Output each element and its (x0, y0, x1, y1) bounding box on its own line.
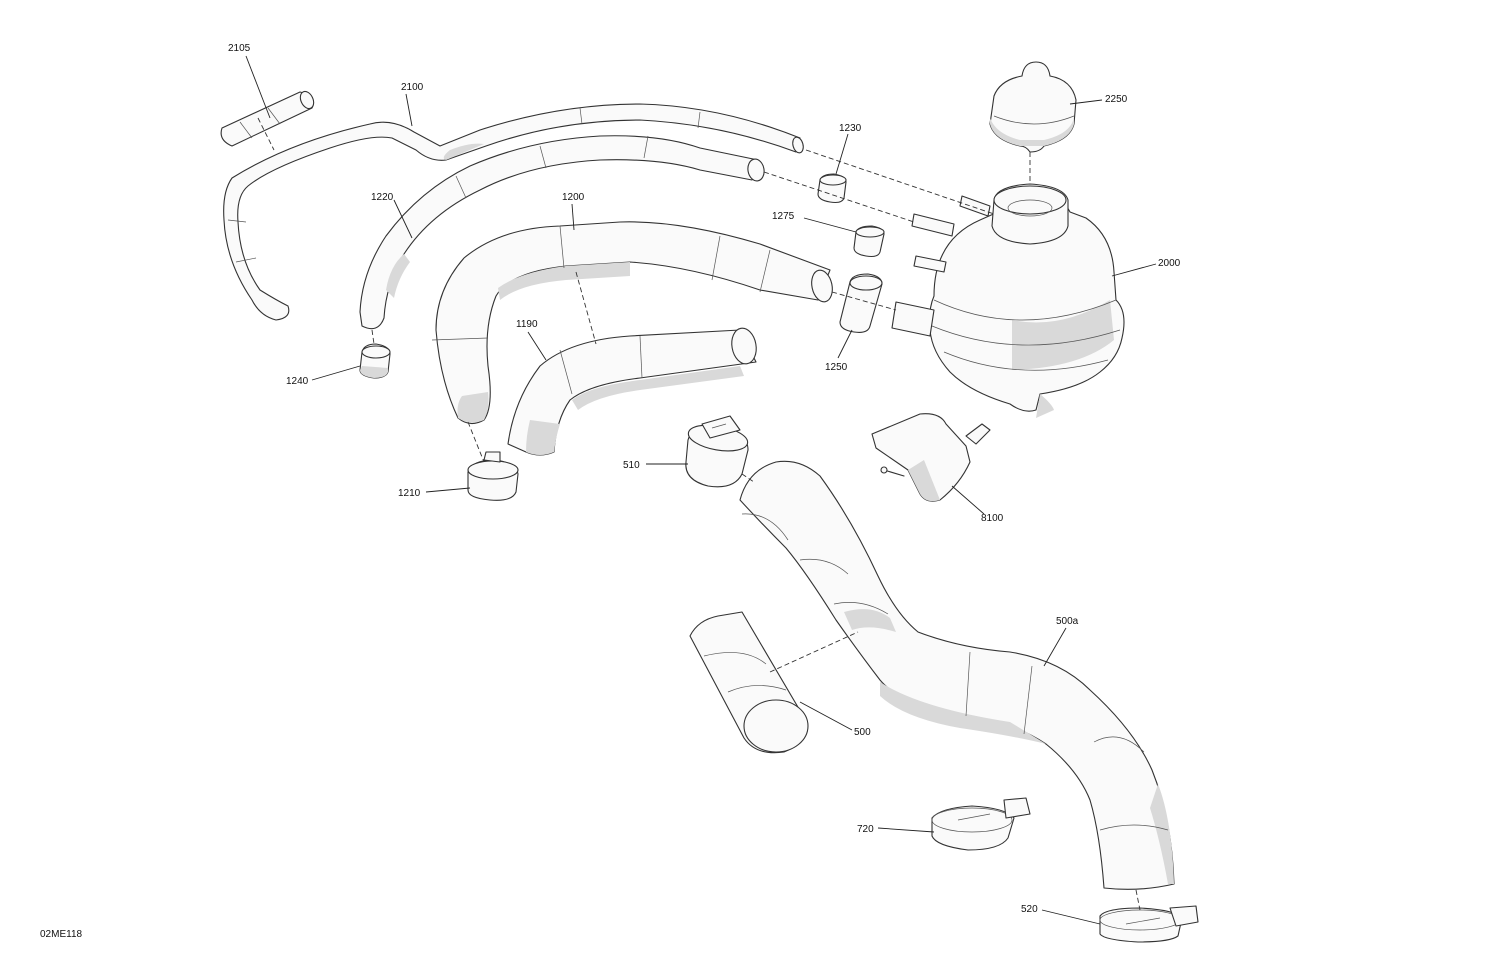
clamp-1230[interactable] (817, 173, 847, 204)
clamp-1210[interactable] (467, 451, 519, 501)
alignment-lines (257, 117, 1141, 911)
label-2100: 2100 (401, 82, 424, 93)
bracket-8100[interactable] (871, 413, 991, 502)
hose-1190[interactable] (507, 326, 759, 456)
clamp-1240[interactable] (359, 343, 391, 379)
part-labels: 2105 2100 1220 1200 1230 1275 2250 2000 … (228, 43, 1181, 915)
hose-1220[interactable] (359, 135, 766, 330)
label-1210: 1210 (398, 488, 421, 499)
label-720: 720 (857, 824, 874, 835)
hose-500a[interactable] (739, 460, 1175, 890)
clamp-720[interactable] (931, 797, 1031, 851)
reservoir-2000[interactable] (891, 183, 1125, 418)
label-1190: 1190 (516, 319, 538, 330)
leader-lines (245, 55, 1157, 925)
label-1230: 1230 (839, 123, 862, 134)
label-2000: 2000 (1158, 258, 1181, 269)
label-500a: 500a (1056, 616, 1079, 627)
cap-2250[interactable] (989, 61, 1077, 153)
label-520: 520 (1021, 904, 1038, 915)
clamp-510[interactable] (685, 415, 750, 488)
hose-1200[interactable] (431, 221, 835, 425)
label-8100: 8100 (981, 513, 1004, 524)
clamp-1250[interactable] (839, 273, 883, 333)
diagram-code: 02ME118 (40, 929, 83, 940)
label-1240: 1240 (286, 376, 309, 387)
clamp-1275[interactable] (853, 225, 885, 258)
label-500: 500 (854, 727, 871, 738)
hose-2100[interactable] (223, 103, 805, 321)
hose-2105[interactable] (220, 89, 316, 147)
label-1200: 1200 (562, 192, 585, 203)
label-510: 510 (623, 460, 640, 471)
label-2250: 2250 (1105, 94, 1128, 105)
label-1220: 1220 (371, 192, 394, 203)
label-1275: 1275 (772, 211, 795, 222)
label-1250: 1250 (825, 362, 848, 373)
clamp-520[interactable] (1099, 905, 1199, 943)
label-2105: 2105 (228, 43, 251, 54)
hose-500[interactable] (689, 611, 809, 754)
